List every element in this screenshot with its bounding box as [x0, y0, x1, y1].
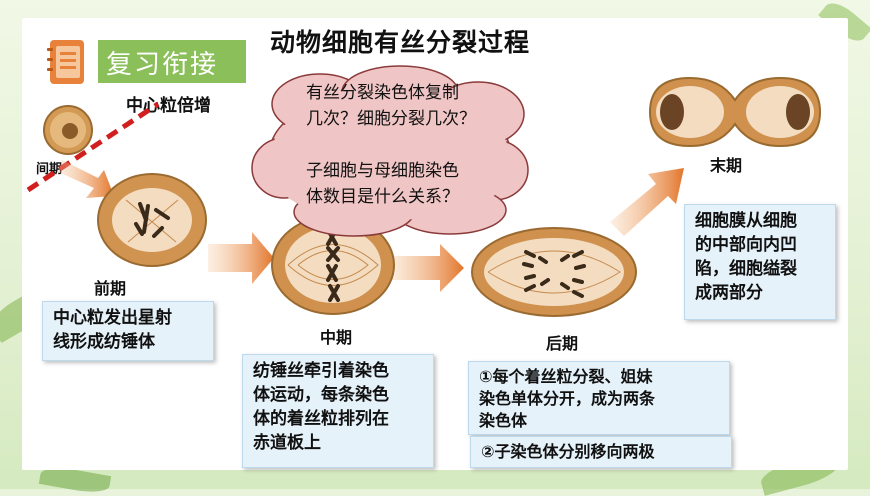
note-line: ②子染色体分别移向两极	[481, 442, 655, 461]
note-line: 成两部分	[695, 283, 763, 303]
note-line: 线形成纺锤体	[53, 332, 155, 352]
note-line: 陷，细胞缢裂	[695, 259, 797, 279]
note-line: 染色单体分开，成为两条	[479, 389, 656, 408]
note-line: 细胞膜从细胞	[695, 211, 797, 231]
note-line: ①每个着丝粒分裂、姐妹	[479, 367, 653, 386]
page-title: 动物细胞有丝分裂过程	[270, 28, 531, 57]
stage-label-telophase: 末期	[710, 156, 743, 175]
question-cloud	[251, 65, 529, 237]
cloud-line: 子细胞与母细胞染色	[306, 161, 459, 181]
prophase-cell	[97, 173, 207, 267]
stage-label-anaphase: 后期	[546, 334, 579, 353]
note-anaphase-2: ②子染色体分别移向两极	[470, 436, 732, 468]
note-line: 赤道板上	[253, 433, 321, 453]
telophase-cell	[648, 76, 822, 148]
note-line: 中心粒发出星射	[53, 308, 172, 328]
stage-label-interphase: 间期	[36, 162, 63, 177]
note-telophase: 细胞膜从细胞 的中部向内凹 陷，细胞缢裂 成两部分	[684, 204, 836, 320]
note-metaphase: 纺锤丝牵引着染色 体运动，每条染色 体的着丝粒排列在 赤道板上	[242, 354, 434, 468]
review-box	[98, 40, 246, 83]
note-anaphase-1: ①每个着丝粒分裂、姐妹 染色单体分开，成为两条 染色体	[468, 361, 730, 435]
notebook-icon	[47, 40, 84, 84]
interphase-cell	[43, 105, 93, 155]
metaphase-cell	[271, 215, 395, 315]
cloud-line: 几次？细胞分裂几次？	[306, 109, 476, 129]
note-line: 纺锤丝牵引着染色	[253, 361, 389, 381]
note-line: 体运动，每条染色	[253, 385, 389, 405]
note-prophase: 中心粒发出星射 线形成纺锤体	[42, 301, 214, 361]
stage-label-prophase: 前期	[94, 279, 127, 298]
stage-label-metaphase: 中期	[320, 328, 353, 347]
note-line: 的中部向内凹	[695, 235, 797, 255]
cloud-line: 有丝分裂染色体复制	[306, 83, 459, 103]
anaphase-cell	[471, 227, 637, 317]
note-line: 染色体	[479, 411, 528, 430]
note-line: 体的着丝粒排列在	[253, 409, 389, 429]
review-label: 复习衔接	[106, 50, 219, 80]
cloud-line: 体数目是什么关系？	[306, 187, 459, 207]
